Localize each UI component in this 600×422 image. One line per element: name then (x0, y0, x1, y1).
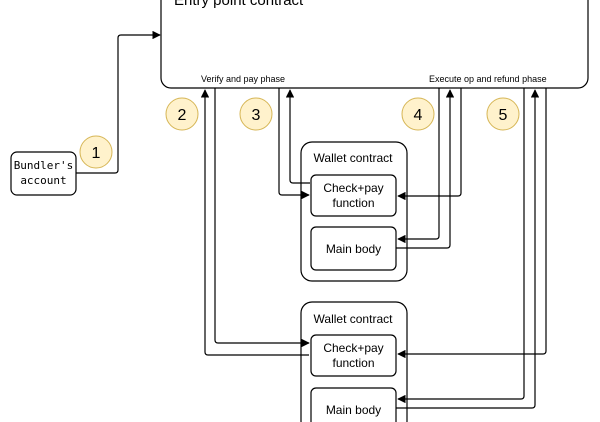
entry-point-contract: Entry point contract Verify and pay phas… (160, 0, 589, 89)
edge-wallet2-check-to-verify (200, 89, 309, 356)
edge-execute-to-wallet1-main (397, 88, 440, 244)
edge-execute-to-wallet2-check (397, 88, 547, 359)
svg-text:5: 5 (499, 107, 508, 124)
phase-verify-label: Verify and pay phase (201, 74, 285, 84)
wallet-1-check-line2: function (332, 196, 374, 210)
wallet-1-check-pay-function (310, 174, 397, 217)
wallet-1-main-label: Main body (326, 242, 381, 256)
step-badge-5: 5 (486, 97, 520, 131)
edge-execute-to-wallet1-check (397, 88, 462, 201)
svg-text:1: 1 (92, 145, 101, 162)
phase-execute-label: Execute op and refund phase (429, 74, 547, 84)
svg-text:3: 3 (252, 107, 261, 124)
wallet-contract-2: Wallet contract Check+pay function Main … (300, 301, 408, 422)
edge-verify-to-wallet2-check (214, 88, 310, 348)
wallet-2-check-line1: Check+pay (323, 341, 383, 355)
step-badge-1: 1 (79, 135, 113, 169)
step-badge-4: 4 (401, 97, 435, 131)
edge-execute-to-wallet2-main (397, 88, 525, 404)
edge-bundler-to-entry (76, 30, 161, 174)
step-badge-3: 3 (239, 97, 273, 131)
wallet-1-check-line1: Check+pay (323, 181, 383, 195)
bundler-label-line1: Bundler's (14, 159, 74, 172)
edge-wallet1-check-to-verify (285, 89, 310, 184)
svg-text:2: 2 (178, 107, 187, 124)
edge-wallet2-main-to-execute (396, 89, 540, 409)
wallet-2-title: Wallet contract (314, 312, 394, 326)
wallet-1-title: Wallet contract (314, 151, 394, 165)
wallet-contract-1: Wallet contract Check+pay function Main … (300, 141, 408, 282)
entry-point-title: Entry point contract (174, 0, 304, 9)
wallet-2-main-body (310, 387, 397, 422)
wallet-2-main-label: Main body (326, 403, 381, 417)
edge-wallet1-main-to-execute (396, 89, 455, 249)
bundlers-account: Bundler's account (10, 151, 77, 196)
wallet-2-check-line2: function (332, 356, 374, 370)
edges (76, 30, 547, 409)
step-badge-2: 2 (165, 97, 199, 131)
wallet-2-check-pay-function (310, 334, 397, 377)
edge-verify-to-wallet1-check (278, 88, 310, 200)
bundler-label-line2: account (20, 174, 66, 187)
svg-text:4: 4 (414, 107, 423, 124)
